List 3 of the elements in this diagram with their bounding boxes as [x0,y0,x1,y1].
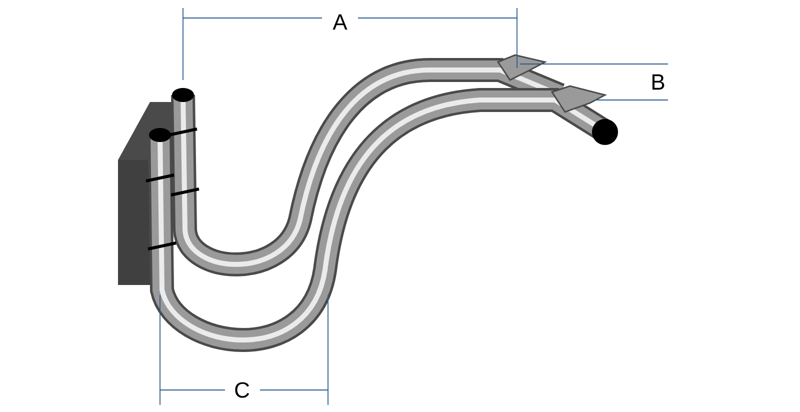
dimension-label: C [235,382,250,398]
dimension-label: A [332,14,348,30]
dimension-label: B [652,74,664,90]
